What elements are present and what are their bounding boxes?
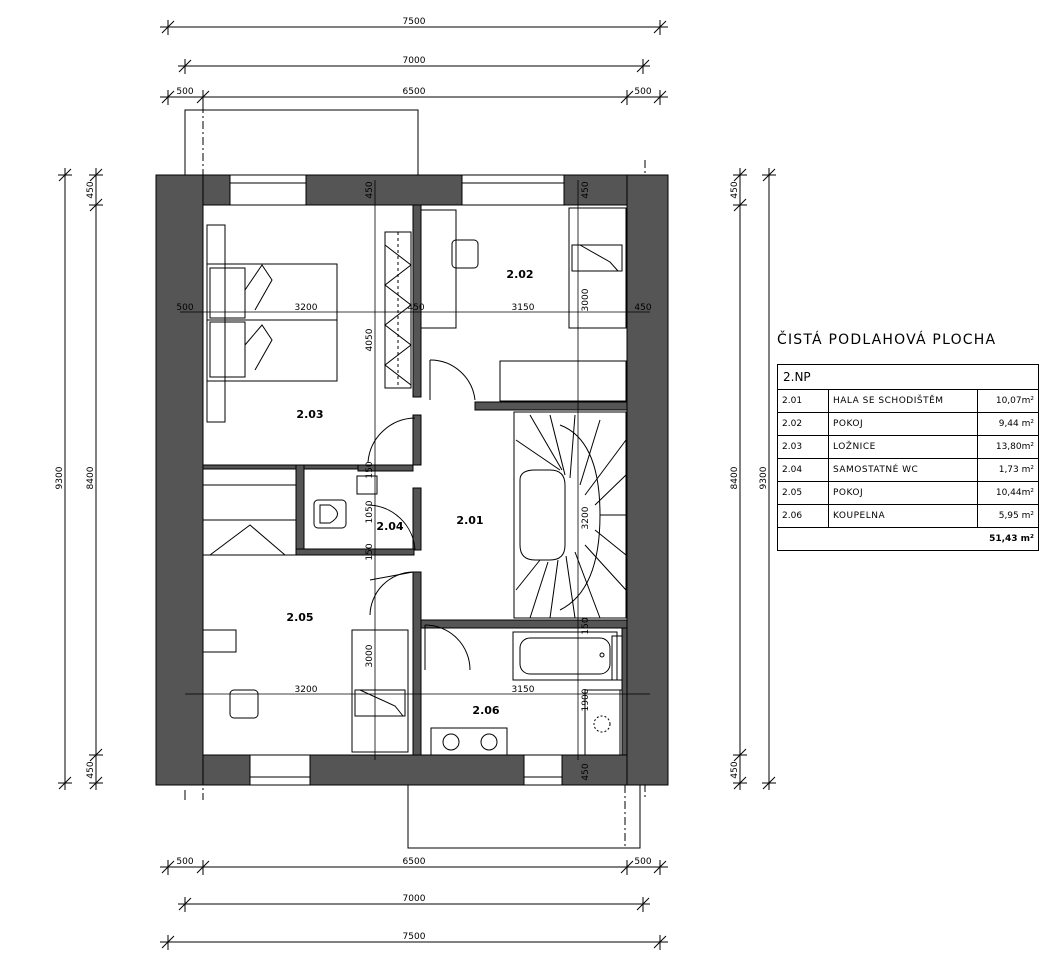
table-cell-name: LOŽNICE bbox=[828, 435, 978, 459]
dim-row1-b: 3150 bbox=[512, 303, 535, 313]
room-label-2-04: 2.04 bbox=[376, 520, 403, 533]
inner-dimension-lines bbox=[180, 180, 650, 760]
table-cell-area: 9,44 m² bbox=[977, 412, 1039, 436]
table-row: 2.05 POKOJ 10,44m² bbox=[777, 481, 1039, 505]
dim-v-150b: 150 bbox=[365, 543, 375, 560]
dim-seg-right: 500 bbox=[634, 87, 651, 97]
dim-left-bottom: 450 bbox=[86, 761, 96, 778]
dim-left-overall: 9300 bbox=[55, 466, 65, 489]
dim-v-3000-top: 3000 bbox=[581, 288, 591, 311]
dim-seg-mid-bottom: 6500 bbox=[403, 857, 426, 867]
dim-row1-right: 450 bbox=[634, 303, 651, 313]
table-cell-name: POKOJ bbox=[828, 412, 978, 436]
table-cell-num: 2.02 bbox=[777, 412, 829, 436]
dim-inner-bot-right: 450 bbox=[581, 763, 591, 780]
dim-seg-mid: 6500 bbox=[403, 87, 426, 97]
left-dimensions bbox=[58, 168, 103, 790]
dim-left-top: 450 bbox=[86, 181, 96, 198]
bottom-dimensions bbox=[160, 860, 668, 950]
table-cell-area: 1,73 m² bbox=[977, 458, 1039, 482]
top-dimensions bbox=[160, 20, 668, 105]
table-cell-area: 13,80m² bbox=[977, 435, 1039, 459]
area-table-total: 51,43 m² bbox=[777, 527, 1039, 551]
dim-right-inner: 8400 bbox=[730, 466, 740, 489]
dim-right-overall: 9300 bbox=[759, 466, 769, 489]
exterior-walls bbox=[155, 174, 669, 786]
dim-row2-a: 3200 bbox=[295, 685, 318, 695]
dim-v-3200: 3200 bbox=[581, 506, 591, 529]
area-table-total-row: 51,43 m² bbox=[777, 527, 1039, 551]
area-table-floor: 2.NP bbox=[777, 364, 1039, 390]
dim-v-1050: 1050 bbox=[365, 500, 375, 523]
dim-seg-left-bottom: 500 bbox=[176, 857, 193, 867]
room-label-2-02: 2.02 bbox=[506, 268, 533, 281]
dim-inner-top-right: 450 bbox=[581, 181, 591, 198]
room-label-2-03: 2.03 bbox=[296, 408, 323, 421]
dim-v-4050: 4050 bbox=[365, 328, 375, 351]
table-row: 2.03 LOŽNICE 13,80m² bbox=[777, 435, 1039, 459]
dim-v-3000-bot: 3000 bbox=[365, 644, 375, 667]
dim-v-1900: 1900 bbox=[581, 688, 591, 711]
table-cell-area: 10,07m² bbox=[977, 389, 1039, 413]
table-cell-name: HALA SE SCHODIŠTĚM bbox=[828, 389, 978, 413]
dim-seg-left: 500 bbox=[176, 87, 193, 97]
table-cell-name: KOUPELNA bbox=[828, 504, 978, 528]
table-row: 2.02 POKOJ 9,44 m² bbox=[777, 412, 1039, 436]
dim-right-bottom: 450 bbox=[730, 761, 740, 778]
table-cell-num: 2.05 bbox=[777, 481, 829, 505]
table-row: 2.04 SAMOSTATNÉ WC 1,73 m² bbox=[777, 458, 1039, 482]
dim-row1-a: 3200 bbox=[295, 303, 318, 313]
interior-walls bbox=[202, 204, 628, 756]
dim-right-top: 450 bbox=[730, 181, 740, 198]
dim-left-inner: 8400 bbox=[86, 466, 96, 489]
table-cell-name: POKOJ bbox=[828, 481, 978, 505]
table-cell-num: 2.03 bbox=[777, 435, 829, 459]
room-label-2-06: 2.06 bbox=[472, 704, 499, 717]
dim-v-150a: 150 bbox=[365, 461, 375, 478]
dim-seg-right-bottom: 500 bbox=[634, 857, 651, 867]
room-label-2-05: 2.05 bbox=[286, 611, 313, 624]
dim-outer-bottom: 7000 bbox=[403, 894, 426, 904]
area-table: 2.NP 2.01 HALA SE SCHODIŠTĚM 10,07m² 2.0… bbox=[777, 364, 1039, 551]
dim-overall-bottom: 7500 bbox=[403, 932, 426, 942]
area-table-title: ČISTÁ PODLAHOVÁ PLOCHA bbox=[777, 332, 997, 348]
area-table-header-row: 2.NP bbox=[777, 364, 1039, 390]
windows bbox=[229, 174, 565, 786]
table-cell-num: 2.06 bbox=[777, 504, 829, 528]
right-dimensions bbox=[733, 168, 776, 790]
table-cell-area: 10,44m² bbox=[977, 481, 1039, 505]
dim-row1-wall: 450 bbox=[407, 303, 424, 313]
table-cell-num: 2.01 bbox=[777, 389, 829, 413]
dim-inner-top-left: 450 bbox=[365, 181, 375, 198]
dim-outer-top: 7000 bbox=[403, 56, 426, 66]
room-label-2-01: 2.01 bbox=[456, 514, 483, 527]
furniture bbox=[202, 207, 627, 756]
table-cell-area: 5,95 m² bbox=[977, 504, 1039, 528]
table-cell-name: SAMOSTATNÉ WC bbox=[828, 458, 978, 482]
dim-v-150c: 150 bbox=[581, 617, 591, 634]
table-row: 2.01 HALA SE SCHODIŠTĚM 10,07m² bbox=[777, 389, 1039, 413]
table-row: 2.06 KOUPELNA 5,95 m² bbox=[777, 504, 1039, 528]
dim-row1-left: 500 bbox=[176, 303, 193, 313]
dim-row2-b: 3150 bbox=[512, 685, 535, 695]
dim-overall-top: 7500 bbox=[403, 17, 426, 27]
table-cell-num: 2.04 bbox=[777, 458, 829, 482]
